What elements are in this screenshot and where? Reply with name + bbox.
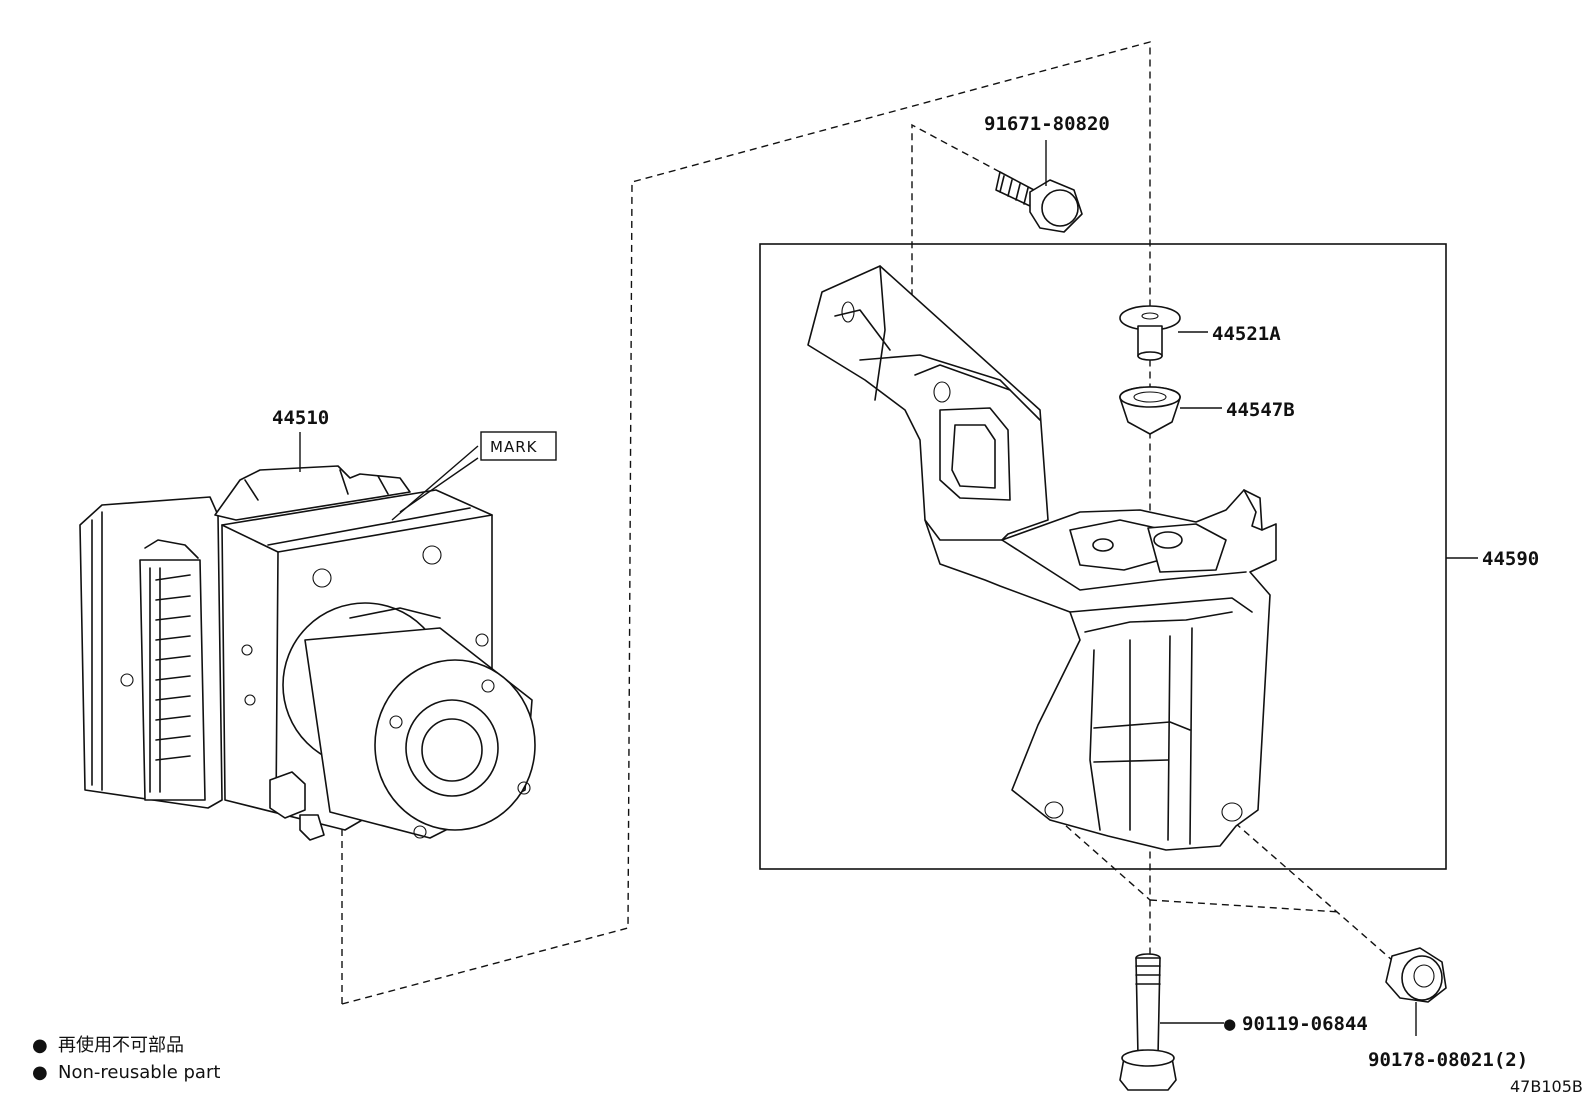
cushion-drawing: [1119, 386, 1181, 435]
bolt-bottom-drawing: [1119, 953, 1177, 1091]
mark-box: [480, 431, 557, 461]
legend-en-text: Non-reusable part: [58, 1062, 220, 1083]
bracket-group-box: [759, 243, 1447, 870]
non-reusable-bullet: ●: [1224, 1013, 1236, 1035]
part-number-bolt-top[interactable]: 91671-80820: [984, 113, 1110, 135]
nut-drawing: [1385, 947, 1447, 1003]
diagram-code: 47B105B: [1510, 1077, 1583, 1096]
part-number-cushion[interactable]: 44547B: [1226, 399, 1295, 421]
part-number-actuator[interactable]: 44510: [272, 407, 329, 429]
part-number-bracket[interactable]: 44590: [1482, 548, 1539, 570]
part-number-collar[interactable]: 44521A: [1212, 323, 1281, 345]
part-number-bolt-bottom[interactable]: 90119-06844: [1242, 1013, 1368, 1035]
legend-jp-text: 再使用不可部品: [58, 1035, 184, 1056]
bolt-top-drawing: [995, 171, 1083, 233]
part-number-nut[interactable]: 90178-08021(2): [1368, 1049, 1528, 1071]
mark-label: MARK: [490, 438, 538, 456]
collar-drawing: [1119, 305, 1181, 361]
legend-bullet-jp: ●: [32, 1035, 48, 1056]
abs-actuator-drawing: [79, 445, 536, 841]
bracket-drawing: [807, 265, 1277, 851]
legend-bullet-en: ●: [32, 1062, 48, 1083]
